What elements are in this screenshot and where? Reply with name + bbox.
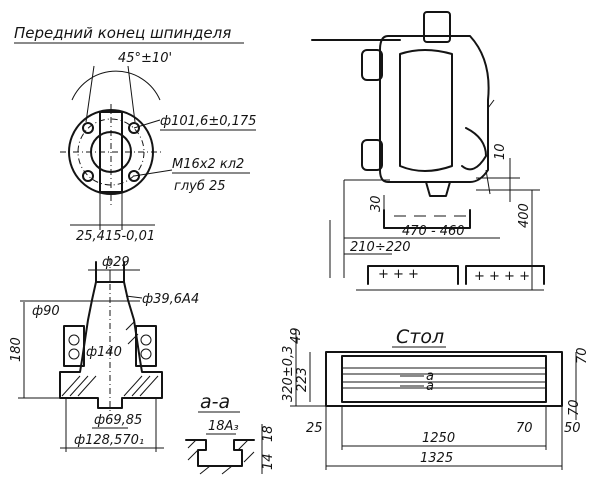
slot-label-2: а (426, 379, 434, 394)
d1325-label: 1325 (420, 451, 453, 466)
bearing-left (63, 325, 85, 367)
d223-label: 223 (295, 367, 310, 392)
d70c-label: 70 (516, 421, 533, 436)
d320-label: 320±0,3 (281, 346, 296, 402)
roller (140, 348, 152, 360)
bearing-right (135, 325, 157, 367)
d25-label: 25 (306, 421, 323, 436)
spindle-tip (425, 181, 451, 197)
leader-thread (133, 169, 173, 177)
bolt-hole (128, 170, 140, 182)
thread-label: M16x2 кл2 (172, 157, 244, 172)
handwheel-bottom (361, 139, 383, 171)
thread-depth-label: глуб 25 (174, 179, 226, 194)
d70b-label: 70 (567, 399, 582, 416)
bolt-hole (82, 170, 94, 182)
spindle-title: Передний конец шпинделя (14, 24, 231, 42)
table-top-lower-2 (465, 265, 545, 285)
angle-leg-left (85, 65, 95, 123)
d210-label: 210÷220 (350, 240, 411, 255)
slot-width-label: 18А₃ (208, 419, 239, 434)
d29-label: ф29 (102, 255, 130, 270)
lever-tip (487, 99, 495, 109)
slot-section: а-а 18А₃ 18 14 (185, 391, 276, 475)
roller (140, 334, 152, 346)
head-housing (379, 35, 490, 183)
bolt-circle-label: ф101,6±0,175 (160, 114, 256, 129)
d50-label: 50 (564, 421, 581, 436)
bolt-hole (128, 122, 140, 134)
lever (461, 127, 487, 171)
table-surface (341, 355, 547, 403)
d10-label: 10 (493, 143, 508, 160)
d39-leader (125, 295, 143, 299)
slot-profile (185, 439, 255, 467)
roller (68, 334, 80, 346)
d400-label: 400 (517, 203, 532, 228)
roller (68, 348, 80, 360)
head-panel (399, 49, 453, 172)
spindle-body (59, 281, 163, 409)
range-label: 470 - 460 (402, 224, 465, 239)
d90-label: ф90 (32, 304, 60, 319)
column-body (329, 179, 390, 278)
angle-leg-right (127, 65, 136, 123)
table-outline (325, 351, 563, 407)
handwheel-top (361, 49, 383, 81)
plus-marks: + + + + (474, 269, 530, 284)
d140-label: ф140 (86, 345, 122, 360)
len-label: 180 (9, 337, 24, 362)
table-view: Стол а а 320±0,3 223 49 70 70 50 70 25 1… (281, 326, 590, 470)
d39-label: ф39,6А4 (142, 292, 199, 307)
slot-label-1: а (426, 369, 434, 384)
table-title: Стол (396, 326, 444, 348)
d30-label: 30 (369, 195, 384, 212)
d18-label: 18 (261, 425, 276, 442)
d1250-label: 1250 (422, 431, 455, 446)
spindle-head: 10 30 470 - 460 210÷220 + + + + + + + 40… (311, 11, 545, 291)
table-top-lower (367, 265, 459, 285)
spindle-section: ф29 ф39,6А4 ф90 ф140 (9, 255, 199, 452)
motor-top (423, 11, 451, 43)
d128-label: ф128,570₁ (74, 433, 144, 448)
section-hatching (61, 321, 159, 397)
slot-hatching (187, 439, 255, 475)
d69-label: ф69,85 (94, 413, 142, 428)
bolt-hole (82, 122, 94, 134)
leader-bolt-circle (133, 119, 161, 129)
d49-label: 49 (289, 327, 304, 344)
key-width-label: 25,415-0,01 (76, 229, 155, 244)
slot-section-title: а-а (200, 391, 230, 413)
d14-label: 14 (261, 453, 276, 470)
spindle-nose-view: Передний конец шпинделя 45°±10' ф101,6±0… (14, 24, 256, 244)
angle-arc (71, 70, 161, 101)
d70a-label: 70 (575, 347, 590, 364)
plus-marks: + + + (378, 267, 419, 282)
angle-label: 45°±10' (118, 51, 172, 66)
